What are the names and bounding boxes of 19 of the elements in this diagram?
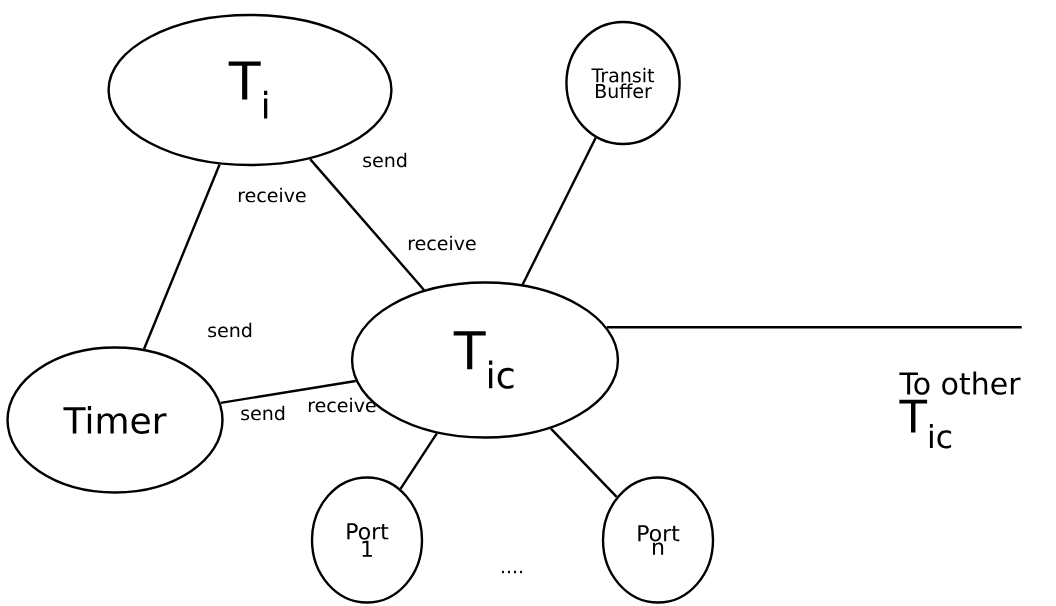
connector-line (399, 432, 438, 490)
ellipse-node: Timer (6, 346, 224, 494)
ellipse-node: Port n (601, 476, 715, 604)
end-label: send (241, 405, 285, 421)
ellipse-node: Transit Buffer (565, 20, 681, 146)
end-label: receive (408, 235, 476, 251)
connector-line (220, 379, 356, 405)
connector-line (142, 164, 221, 350)
end-label: receive (308, 397, 376, 413)
connector-line (607, 326, 1022, 329)
ellipse-node: Port 1 (310, 476, 424, 604)
end-label: send (363, 152, 407, 168)
end-label: receive (238, 187, 306, 203)
text-label: To other T$_{ic}$ (899, 371, 1021, 449)
connector-line (309, 158, 425, 291)
end-label: send (208, 322, 252, 338)
connector-line (550, 427, 618, 498)
end-label: .... (501, 570, 523, 574)
connector-line (521, 137, 597, 285)
